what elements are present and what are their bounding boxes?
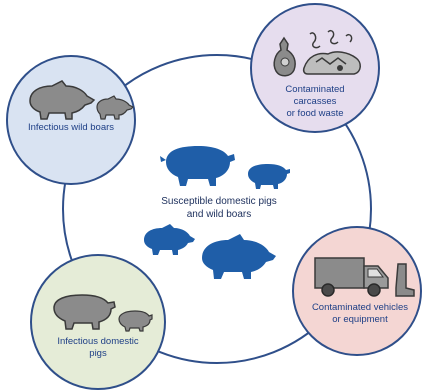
vehicles-label-line-2: or equipment: [332, 313, 388, 325]
infectious-boar-large-icon: [29, 80, 96, 120]
carcasses-label-line-3: or food waste: [286, 107, 344, 119]
carcasses-label-line-2: carcasses: [293, 95, 337, 107]
infectious-boar-small-icon: [96, 95, 135, 120]
domestic-pigs-label: Infectious domestic pigs: [40, 336, 156, 360]
boot-icon: [395, 263, 415, 297]
susceptible-animals-label: Susceptible domestic pigs and wild boars: [134, 196, 304, 221]
vehicles-label-line-1: Contaminated vehicles: [311, 302, 409, 313]
infectious-pig-large-icon: [53, 294, 116, 330]
susceptible-boar-small-icon: [144, 224, 195, 255]
domestic-pigs-label-line-2: pigs: [89, 347, 107, 359]
wild-boars-circle: [6, 55, 136, 185]
vehicle-icon: [314, 257, 389, 297]
wild-boars-label-line-1: Infectious wild boars: [27, 122, 115, 133]
susceptible-boar-large-icon: [202, 234, 276, 279]
carcass-meat-icon: [273, 36, 296, 77]
carcasses-label-line-1: Contaminated: [285, 84, 345, 95]
susceptible-pig-small-icon: [248, 164, 290, 189]
food-waste-icon: [302, 29, 361, 75]
susceptible-label-line-1: Susceptible domestic pigs: [161, 196, 277, 207]
wild-boars-label: Infectious wild boars: [14, 122, 128, 134]
susceptible-label-line-2: and wild boars: [186, 208, 252, 220]
vehicles-label: Contaminated vehicles or equipment: [300, 302, 420, 326]
carcasses-label: Contaminated carcasses or food waste: [262, 84, 368, 120]
infectious-pig-small-icon: [118, 310, 153, 332]
domestic-pigs-label-line-1: Infectious domestic: [57, 336, 139, 347]
susceptible-pig-large-icon: [160, 146, 235, 186]
